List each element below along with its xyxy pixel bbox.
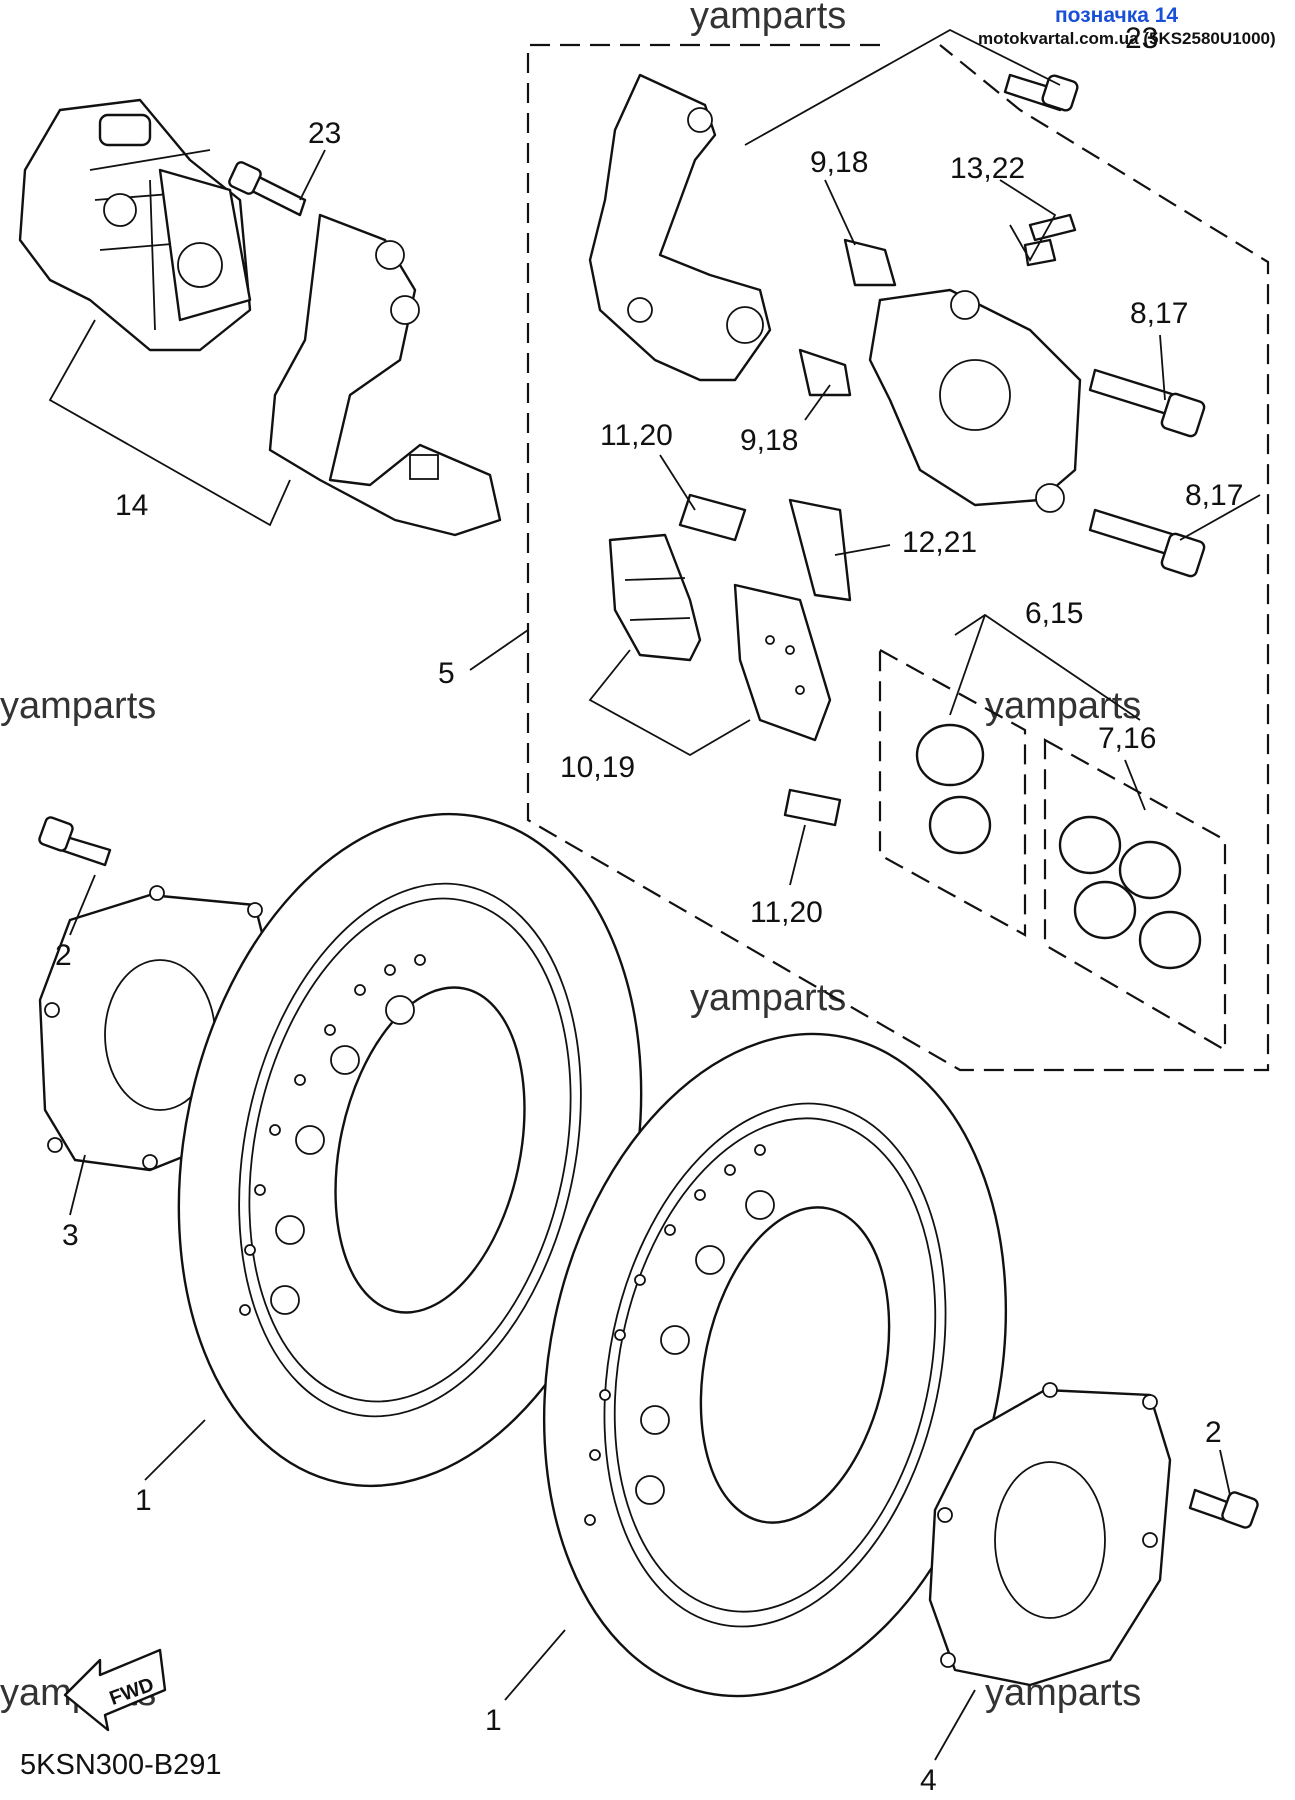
site-caption: позначка 14 [1055, 4, 1178, 27]
callout-13-22: 13,22 [950, 152, 1025, 185]
bleed-screw [1023, 213, 1077, 267]
callout-labels: 23 23 14 9,18 13,22 8,17 9,18 11,20 8,17… [55, 22, 1243, 1797]
piston-kit-box [878, 648, 1027, 937]
callout-2: 2 [55, 939, 72, 972]
seals [1058, 815, 1202, 970]
watermark: yamparts [690, 0, 846, 37]
fwd-arrow-icon: FWD [63, 1648, 167, 1732]
watermark: yamparts [0, 685, 156, 727]
leader-lines [48, 28, 1261, 1761]
reference-code: 5KSN300-B291 [20, 1749, 222, 1781]
caliper-assembly-left [18, 98, 252, 352]
callout-8-17: 8,17 [1185, 479, 1243, 512]
brake-pad-outer [608, 533, 702, 662]
pin-8-17-lower [1088, 508, 1206, 578]
callout-7-16: 7,16 [1098, 722, 1156, 755]
callout-1: 1 [135, 1484, 152, 1517]
watermark: yamparts [985, 685, 1141, 727]
callout-23: 23 [308, 117, 341, 150]
bolt-23-right [1003, 73, 1079, 112]
brake-pad-inner [733, 583, 832, 742]
boot-9-18-lower [798, 348, 852, 397]
watermark: yamparts [690, 977, 846, 1019]
spring-12-21 [788, 498, 852, 602]
brake-disc-right [542, 1032, 1008, 1698]
bracket-left [268, 213, 502, 537]
callout-6-15: 6,15 [1025, 597, 1083, 630]
callout-11-20: 11,20 [600, 419, 673, 452]
callout-10-19: 10,19 [560, 751, 635, 784]
boot-9-18-upper [843, 238, 897, 287]
callout-8-17: 8,17 [1130, 297, 1188, 330]
bolt-2-left [38, 816, 112, 867]
disc-plate-right [928, 1382, 1172, 1687]
bolt-2-right [1188, 1488, 1259, 1529]
pin-8-17-upper [1088, 368, 1206, 438]
callout-1: 1 [485, 1704, 502, 1737]
callout-14: 14 [115, 489, 148, 522]
bolt-23-left [228, 161, 307, 217]
caliper-body-right [868, 288, 1082, 513]
callout-11-20: 11,20 [750, 896, 823, 929]
callout-5: 5 [438, 657, 455, 690]
clip-11-20-lower [783, 788, 842, 827]
brake-disc-left [177, 812, 643, 1488]
callout-9-18: 9,18 [740, 424, 798, 457]
callout-3: 3 [62, 1219, 79, 1252]
callout-2: 2 [1205, 1416, 1222, 1449]
seal-kit-box [1043, 738, 1227, 1052]
callout-12-21: 12,21 [902, 526, 977, 559]
callout-23: 23 [1125, 22, 1158, 55]
callout-9-18: 9,18 [810, 146, 868, 179]
bracket-right [588, 73, 772, 382]
callout-4: 4 [920, 1764, 937, 1797]
clip-11-20-upper [678, 493, 747, 542]
site-line: motokvartal.com.ua (5KS2580U1000) [978, 29, 1276, 48]
assembly-outline [526, 43, 1270, 1072]
pistons [915, 723, 992, 855]
